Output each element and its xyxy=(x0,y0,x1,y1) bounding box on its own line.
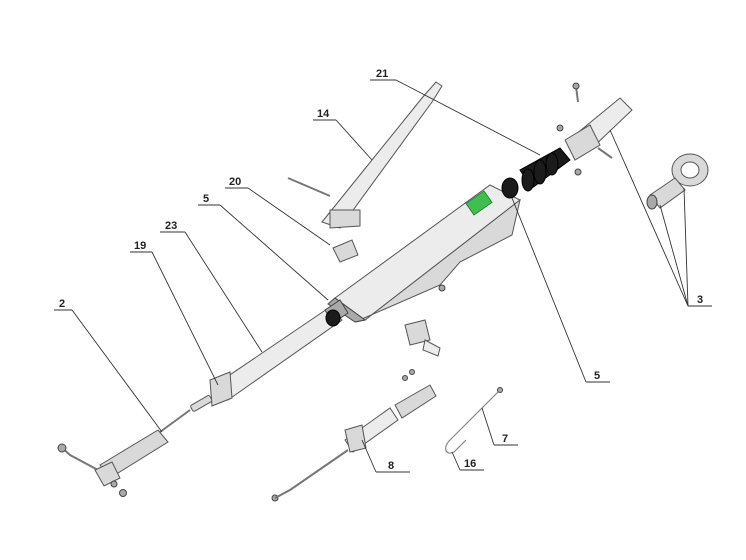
snap-hook xyxy=(445,424,467,454)
brake-rod xyxy=(57,409,191,497)
callout-20: 20 xyxy=(229,176,241,188)
leader-19 xyxy=(130,251,219,386)
leader-2 xyxy=(54,309,163,433)
brake-bracket xyxy=(404,319,441,357)
green-label-icon xyxy=(465,190,493,216)
leader-14 xyxy=(313,119,373,161)
pin-part xyxy=(190,395,213,412)
leader-5a xyxy=(198,204,329,301)
callout-21: 21 xyxy=(376,68,388,80)
callout-3: 3 xyxy=(697,294,703,306)
leader-3 xyxy=(609,129,712,307)
leader-16 xyxy=(451,451,484,471)
rubber-bushing-front xyxy=(501,177,519,199)
callout-19: 19 xyxy=(134,240,146,252)
small-bolt xyxy=(438,284,446,292)
leader-23 xyxy=(160,231,263,353)
leader-7 xyxy=(481,407,518,446)
leader-21 xyxy=(370,79,541,156)
callout-7: 7 xyxy=(502,433,508,445)
callout-16: 16 xyxy=(464,458,476,470)
handbrake-lever xyxy=(287,81,443,229)
rubber-bushing-rear xyxy=(325,309,341,327)
callout-5-upper: 5 xyxy=(203,193,209,205)
lever-bracket xyxy=(332,239,359,263)
damper xyxy=(271,369,437,502)
safety-cable xyxy=(464,387,503,426)
callout-8: 8 xyxy=(388,460,394,472)
rubber-bellow xyxy=(519,147,571,192)
towing-eye xyxy=(646,153,709,210)
leader-8 xyxy=(361,439,410,473)
coupling-head xyxy=(556,82,633,176)
callout-2: 2 xyxy=(59,298,65,310)
tube-end-flange xyxy=(209,371,233,407)
leader-5b xyxy=(511,197,610,383)
leader-20 xyxy=(225,187,331,246)
callout-14: 14 xyxy=(317,108,330,120)
callout-5-lower: 5 xyxy=(594,370,600,382)
callout-23: 23 xyxy=(165,220,177,232)
